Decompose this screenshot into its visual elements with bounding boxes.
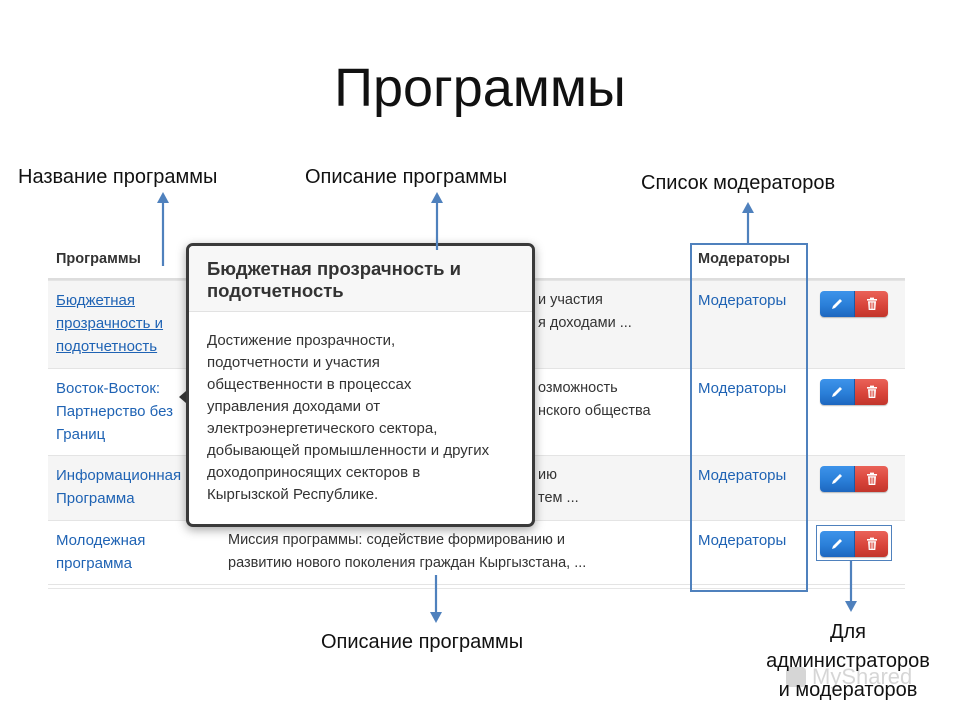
edit-button[interactable] [820, 531, 856, 557]
delete-button[interactable] [855, 291, 888, 317]
popover-body-text: электроэнергетического сектора, [207, 420, 438, 437]
program-name-text[interactable]: Бюджетная [56, 292, 136, 309]
row-actions [820, 291, 888, 317]
admin-note-line: Для [829, 621, 867, 643]
pencil-icon [832, 474, 843, 484]
annotation-program-description-bottom: Описание программы [321, 631, 524, 653]
program-description-text: развитию нового поколения граждан Кыргыз… [228, 555, 587, 571]
watermark-text: MyShared [812, 664, 913, 689]
moderators-link[interactable]: Модераторы [698, 380, 787, 397]
watermark-logo-icon [786, 667, 806, 687]
program-name-text[interactable]: Партнерство без [56, 403, 173, 420]
annotation-moderator-list: Список модераторов [641, 172, 836, 194]
arrow-moderator-list-head [742, 202, 754, 213]
popover-body-text: Достижение прозрачности, [207, 332, 396, 349]
header-programs: Программы [56, 251, 141, 267]
program-description: Миссия программы: содействие формировани… [228, 529, 586, 575]
trash-icon [866, 297, 877, 310]
popover-arrow [179, 391, 186, 403]
popover-body-text: общественности в процессах [207, 376, 412, 393]
trash-icon [866, 472, 877, 485]
program-name-text[interactable]: Границ [56, 426, 106, 443]
arrow-program-name-head [157, 192, 169, 203]
annotation-program-name: Название программы [18, 166, 218, 188]
description-popover: Бюджетная прозрачность и подотчетность Д… [179, 243, 535, 527]
program-name-text[interactable]: Восток-Восток: [56, 380, 161, 397]
popover-title-text: Бюджетная прозрачность и [207, 258, 462, 279]
popover-body-text: доходоприносящих секторов в [207, 464, 421, 481]
program-description-text: озможность [538, 380, 618, 396]
program-name-link[interactable]: Молодежная программа [56, 529, 145, 575]
annotation-program-description-top: Описание программы [305, 166, 508, 188]
program-description-text: я доходами ... [538, 315, 632, 331]
program-description-text: Миссия программы: содействие формировани… [228, 532, 566, 548]
moderators-link[interactable]: Модераторы [698, 292, 787, 309]
row-actions [820, 531, 888, 557]
program-name-text[interactable]: программа [56, 555, 132, 572]
program-description-text: нского общества [538, 403, 651, 419]
popover-title: Бюджетная прозрачность и подотчетность [189, 246, 532, 312]
row-actions [820, 466, 888, 492]
delete-button[interactable] [855, 466, 888, 492]
arrow-description-bottom-head [430, 612, 442, 623]
trash-icon [866, 385, 877, 398]
admin-note-line: и модераторов [778, 679, 918, 701]
arrow-admin-note-head [845, 601, 857, 612]
edit-button[interactable] [820, 379, 856, 405]
moderators-column-highlight [690, 243, 808, 592]
program-name-text[interactable]: Программа [56, 490, 135, 507]
arrow-description-top-head [431, 192, 443, 203]
program-name-link[interactable]: Восток-Восток: Партнерство без Границ [56, 377, 173, 446]
moderators-link[interactable]: Модераторы [698, 467, 787, 484]
program-description: озможность нского общества [538, 377, 651, 423]
program-name-text[interactable]: Молодежная [56, 532, 146, 549]
program-description-text: тем ... [538, 490, 579, 506]
popover-body-text: добывающей промышленности и других [207, 442, 490, 459]
edit-button[interactable] [820, 291, 856, 317]
popover-body-text: управления доходами от [207, 398, 381, 415]
pencil-icon [832, 387, 843, 397]
program-description: ию тем ... [538, 464, 579, 510]
program-description: и участия я доходами ... [538, 289, 632, 335]
program-description-text: ию [538, 467, 557, 483]
admin-note-line: администраторов [766, 650, 930, 672]
popover-body-text: подотчетности и участия [207, 354, 380, 371]
pencil-icon [832, 299, 843, 309]
trash-icon [866, 537, 877, 550]
program-name-link[interactable]: Бюджетная прозрачность и подотчетность [56, 289, 163, 358]
popover-title-text: подотчетность [207, 280, 344, 301]
popover-body: Достижение прозрачности, подотчетности и… [189, 312, 532, 506]
program-name-text[interactable]: подотчетность [56, 338, 158, 355]
pencil-icon [832, 539, 843, 549]
edit-button[interactable] [820, 466, 856, 492]
row-actions [820, 379, 888, 405]
actions-highlight [816, 525, 892, 561]
moderators-link[interactable]: Модераторы [698, 532, 787, 549]
watermark: MyShared [786, 664, 912, 690]
program-name-link[interactable]: Информационная Программа [56, 464, 181, 510]
popover-body-text: Кыргызской Республике. [207, 486, 379, 503]
table-row: Молодежная программа Миссия программы: с… [48, 520, 905, 585]
delete-button[interactable] [855, 531, 888, 557]
program-description-text: и участия [538, 292, 603, 308]
slide-title: Программы [334, 58, 626, 118]
annotation-admin-note: Для администраторов и модераторов [748, 618, 948, 705]
program-name-text[interactable]: прозрачность и [56, 315, 164, 332]
delete-button[interactable] [855, 379, 888, 405]
program-name-text[interactable]: Информационная [56, 467, 182, 484]
header-moderators: Модераторы [698, 251, 790, 267]
